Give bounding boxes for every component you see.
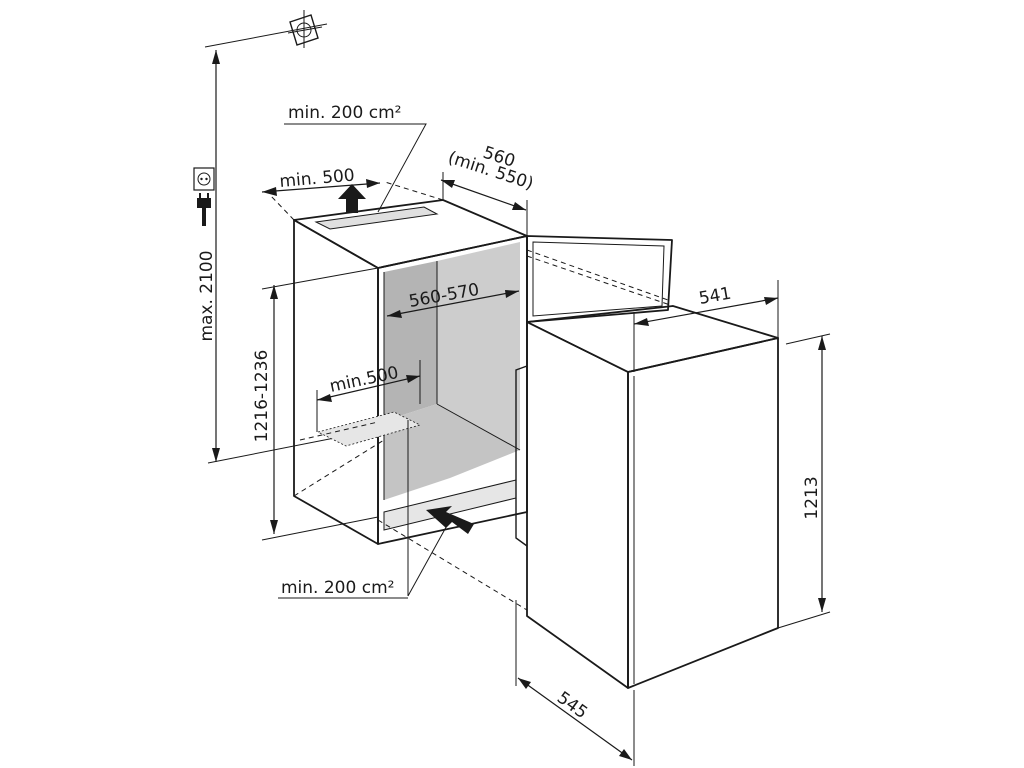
bottom-vent-area-label: min. 200 cm² bbox=[281, 578, 394, 598]
appliance-height-label: 1213 bbox=[802, 476, 822, 519]
cavity-floor bbox=[384, 404, 520, 500]
niche-height-label: 1216-1236 bbox=[252, 350, 272, 443]
cavity-left-wall bbox=[384, 261, 437, 421]
max-height-dimension: max. 2100 bbox=[197, 50, 371, 464]
max-height-label: max. 2100 bbox=[197, 250, 217, 341]
niche-depth-dimension: 560 (min. 550) bbox=[440, 143, 536, 236]
appliance-depth-label: 545 bbox=[553, 688, 591, 723]
cabinet-niche bbox=[293, 199, 528, 545]
appliance-height-dimension: 1213 bbox=[777, 333, 831, 629]
cabinet-door bbox=[526, 235, 673, 323]
appliance-width-dimension: 541 bbox=[633, 280, 779, 372]
bottom-vent-area-callout: min. 200 cm² bbox=[278, 420, 451, 599]
cavity-back-wall bbox=[437, 242, 520, 450]
socket-icon bbox=[193, 167, 215, 191]
appliance-width-label: 541 bbox=[697, 284, 732, 309]
top-vent-slot bbox=[314, 206, 439, 230]
plug-icon bbox=[197, 193, 211, 226]
airflow-in-arrow-icon bbox=[426, 506, 474, 534]
level-icon bbox=[204, 10, 328, 48]
appliance-depth-dimension: 545 bbox=[515, 600, 635, 766]
top-vent-area-callout: min. 200 cm² bbox=[284, 103, 427, 213]
top-vent-depth-label: min. 500 bbox=[279, 165, 356, 191]
top-vent-area-label: min. 200 cm² bbox=[288, 103, 401, 123]
airflow-out-arrow-icon bbox=[338, 184, 366, 213]
niche-height-dimension: 1216-1236 bbox=[252, 267, 379, 541]
